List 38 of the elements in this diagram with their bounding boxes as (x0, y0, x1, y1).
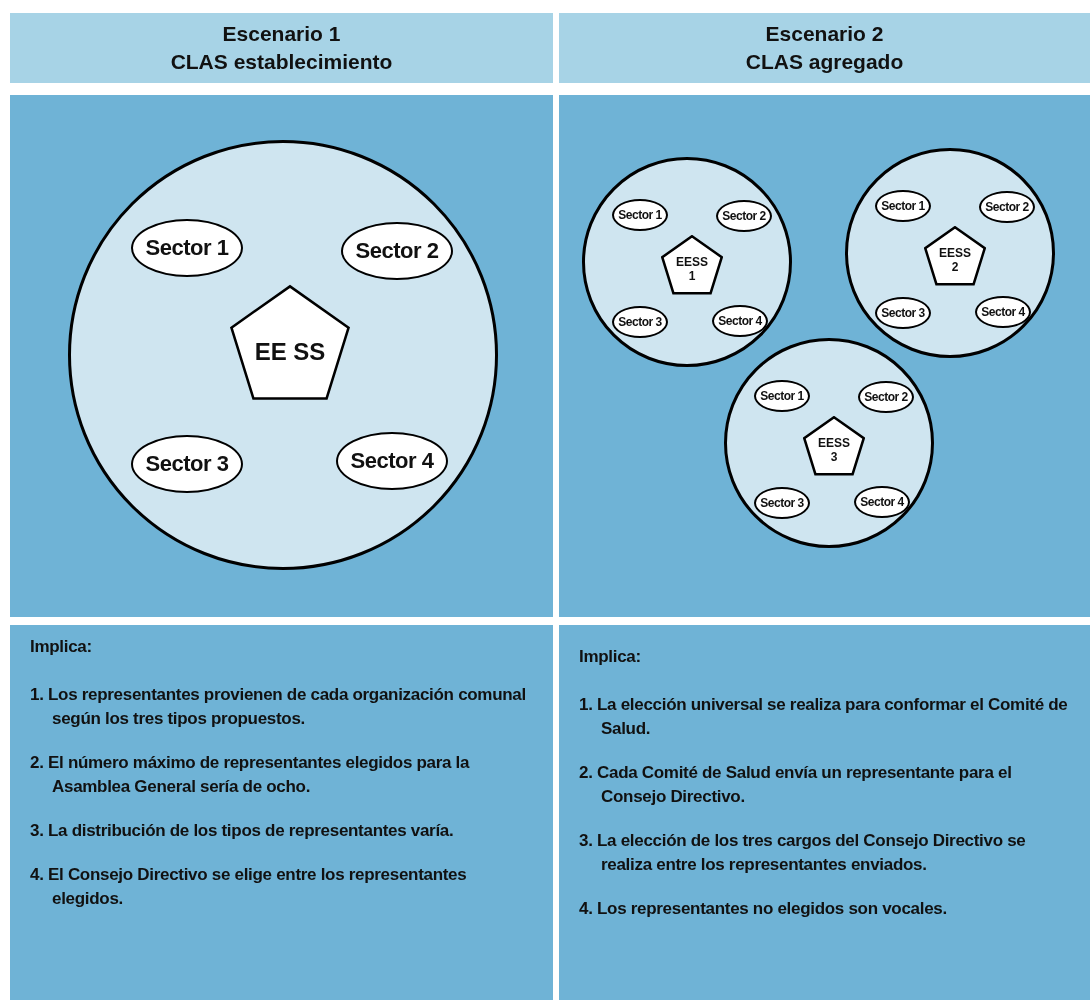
sector-ellipse: Sector 1 (612, 199, 668, 231)
panel-heading: Implica: (30, 636, 93, 658)
sector-ellipse: Sector 3 (131, 435, 243, 493)
sector-ellipse: Sector 1 (131, 219, 243, 277)
sector-ellipse: Sector 4 (975, 296, 1031, 328)
sector-ellipse: Sector 1 (754, 380, 810, 412)
list-item: 3. La elección de los tres cargos del Consejo Directivo se realiza entre los representantes enviados. (579, 830, 1027, 876)
sector-ellipse: Sector 3 (612, 306, 668, 338)
header-cell (10, 13, 553, 83)
pentagon-node: EESS 3 (803, 416, 865, 476)
list-item: 4. El Consejo Directivo se elige entre los representantes elegidos. (30, 864, 468, 910)
pentagon-node: EE SS (229, 284, 351, 402)
sector-ellipse: Sector 3 (754, 487, 810, 519)
list-item: 2. Cada Comité de Salud envía un representante para el Consejo Directivo. (579, 762, 1013, 808)
sector-ellipse: Sector 2 (858, 381, 914, 413)
header-title: Escenario 2 (765, 21, 884, 47)
sector-ellipse: Sector 1 (875, 190, 931, 222)
header-title: Escenario 1 (222, 21, 341, 47)
text-panel (559, 625, 1090, 1000)
pentagon-node: EESS 1 (661, 235, 723, 295)
header-title: CLAS establecimiento (170, 49, 393, 75)
sector-ellipse: Sector 2 (979, 191, 1035, 223)
list-item: 1. Los representantes provienen de cada organización comunal según los tres tipos propuestos. (30, 684, 527, 730)
text-panel (10, 625, 553, 1000)
sector-ellipse: Sector 4 (336, 432, 448, 490)
header-cell (559, 13, 1090, 83)
header-title: CLAS agregado (745, 49, 904, 75)
list-item: 2. El número máximo de representantes elegidos para la Asamblea General sería de ocho. (30, 752, 471, 798)
pentagon-node: EESS 2 (924, 226, 986, 286)
list-item: 3. La distribución de los tipos de representantes varía. (30, 820, 455, 842)
sector-ellipse: Sector 3 (875, 297, 931, 329)
sector-ellipse: Sector 2 (341, 222, 453, 280)
list-item: 4. Los representantes no elegidos son vocales. (579, 898, 948, 920)
sector-ellipse: Sector 2 (716, 200, 772, 232)
panel-heading: Implica: (579, 646, 642, 668)
sector-ellipse: Sector 4 (854, 486, 910, 518)
list-item: 1. La elección universal se realiza para conformar el Comité de Salud. (579, 694, 1069, 740)
sector-ellipse: Sector 4 (712, 305, 768, 337)
